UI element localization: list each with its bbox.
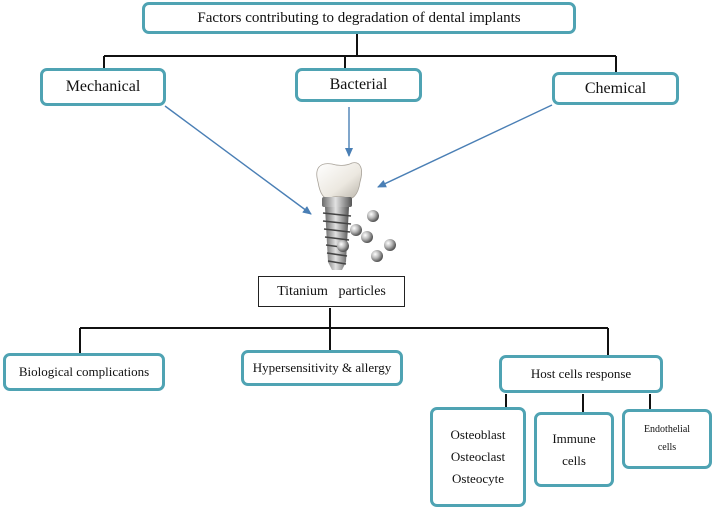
osteocyte-label: Osteocyte xyxy=(452,471,504,486)
titanium-particles-label: Titanium particles xyxy=(277,283,386,299)
titanium-particles-group xyxy=(337,210,396,262)
effect-hypersensitivity-label: Hypersensitivity & allergy xyxy=(252,360,392,375)
top-connectors xyxy=(103,33,617,75)
effect-host-cells-box: Host cells response xyxy=(499,355,663,393)
titanium-particle-icon xyxy=(350,224,362,236)
endothelial-cells-box: Endothelial cells xyxy=(622,409,712,469)
factor-bacterial-label: Bacterial xyxy=(329,76,388,93)
dental-implant-icon xyxy=(316,162,362,270)
osteoblast-label: Osteoblast xyxy=(450,427,506,442)
mechanical-arrow xyxy=(164,105,312,215)
effect-host-cells-label: Host cells response xyxy=(530,366,632,381)
effect-biological-label: Biological complications xyxy=(18,364,150,379)
endothelial-cells-label: cells xyxy=(657,442,677,453)
endothelial-label: Endothelial xyxy=(643,424,691,435)
titanium-particles-box: Titanium particles xyxy=(258,276,405,307)
factor-mechanical-box: Mechanical xyxy=(40,68,166,106)
titanium-particle-icon xyxy=(371,250,383,262)
factor-mechanical-label: Mechanical xyxy=(65,78,141,95)
titanium-particle-icon xyxy=(361,231,373,243)
chemical-arrow xyxy=(377,104,553,188)
factor-arrows xyxy=(164,104,553,215)
immune-label: Immune xyxy=(552,430,596,446)
bone-cells-box: Osteoblast Osteoclast Osteocyte xyxy=(430,407,526,507)
factor-chemical-box: Chemical xyxy=(552,72,679,105)
effect-biological-box: Biological complications xyxy=(3,353,165,391)
immune-cells-box: Immune cells xyxy=(534,412,614,487)
title-text: Factors contributing to degradation of d… xyxy=(197,9,521,26)
factor-bacterial-box: Bacterial xyxy=(295,68,422,102)
title-box: Factors contributing to degradation of d… xyxy=(142,2,576,34)
titanium-particle-icon xyxy=(337,240,349,252)
titanium-particle-icon xyxy=(384,239,396,251)
titanium-particle-icon xyxy=(367,210,379,222)
immune-cells-label: cells xyxy=(562,452,586,468)
osteoclast-label: Osteoclast xyxy=(450,449,506,464)
factor-chemical-label: Chemical xyxy=(584,79,647,97)
effect-hypersensitivity-box: Hypersensitivity & allergy xyxy=(241,350,403,386)
bottom-connectors xyxy=(79,308,651,413)
